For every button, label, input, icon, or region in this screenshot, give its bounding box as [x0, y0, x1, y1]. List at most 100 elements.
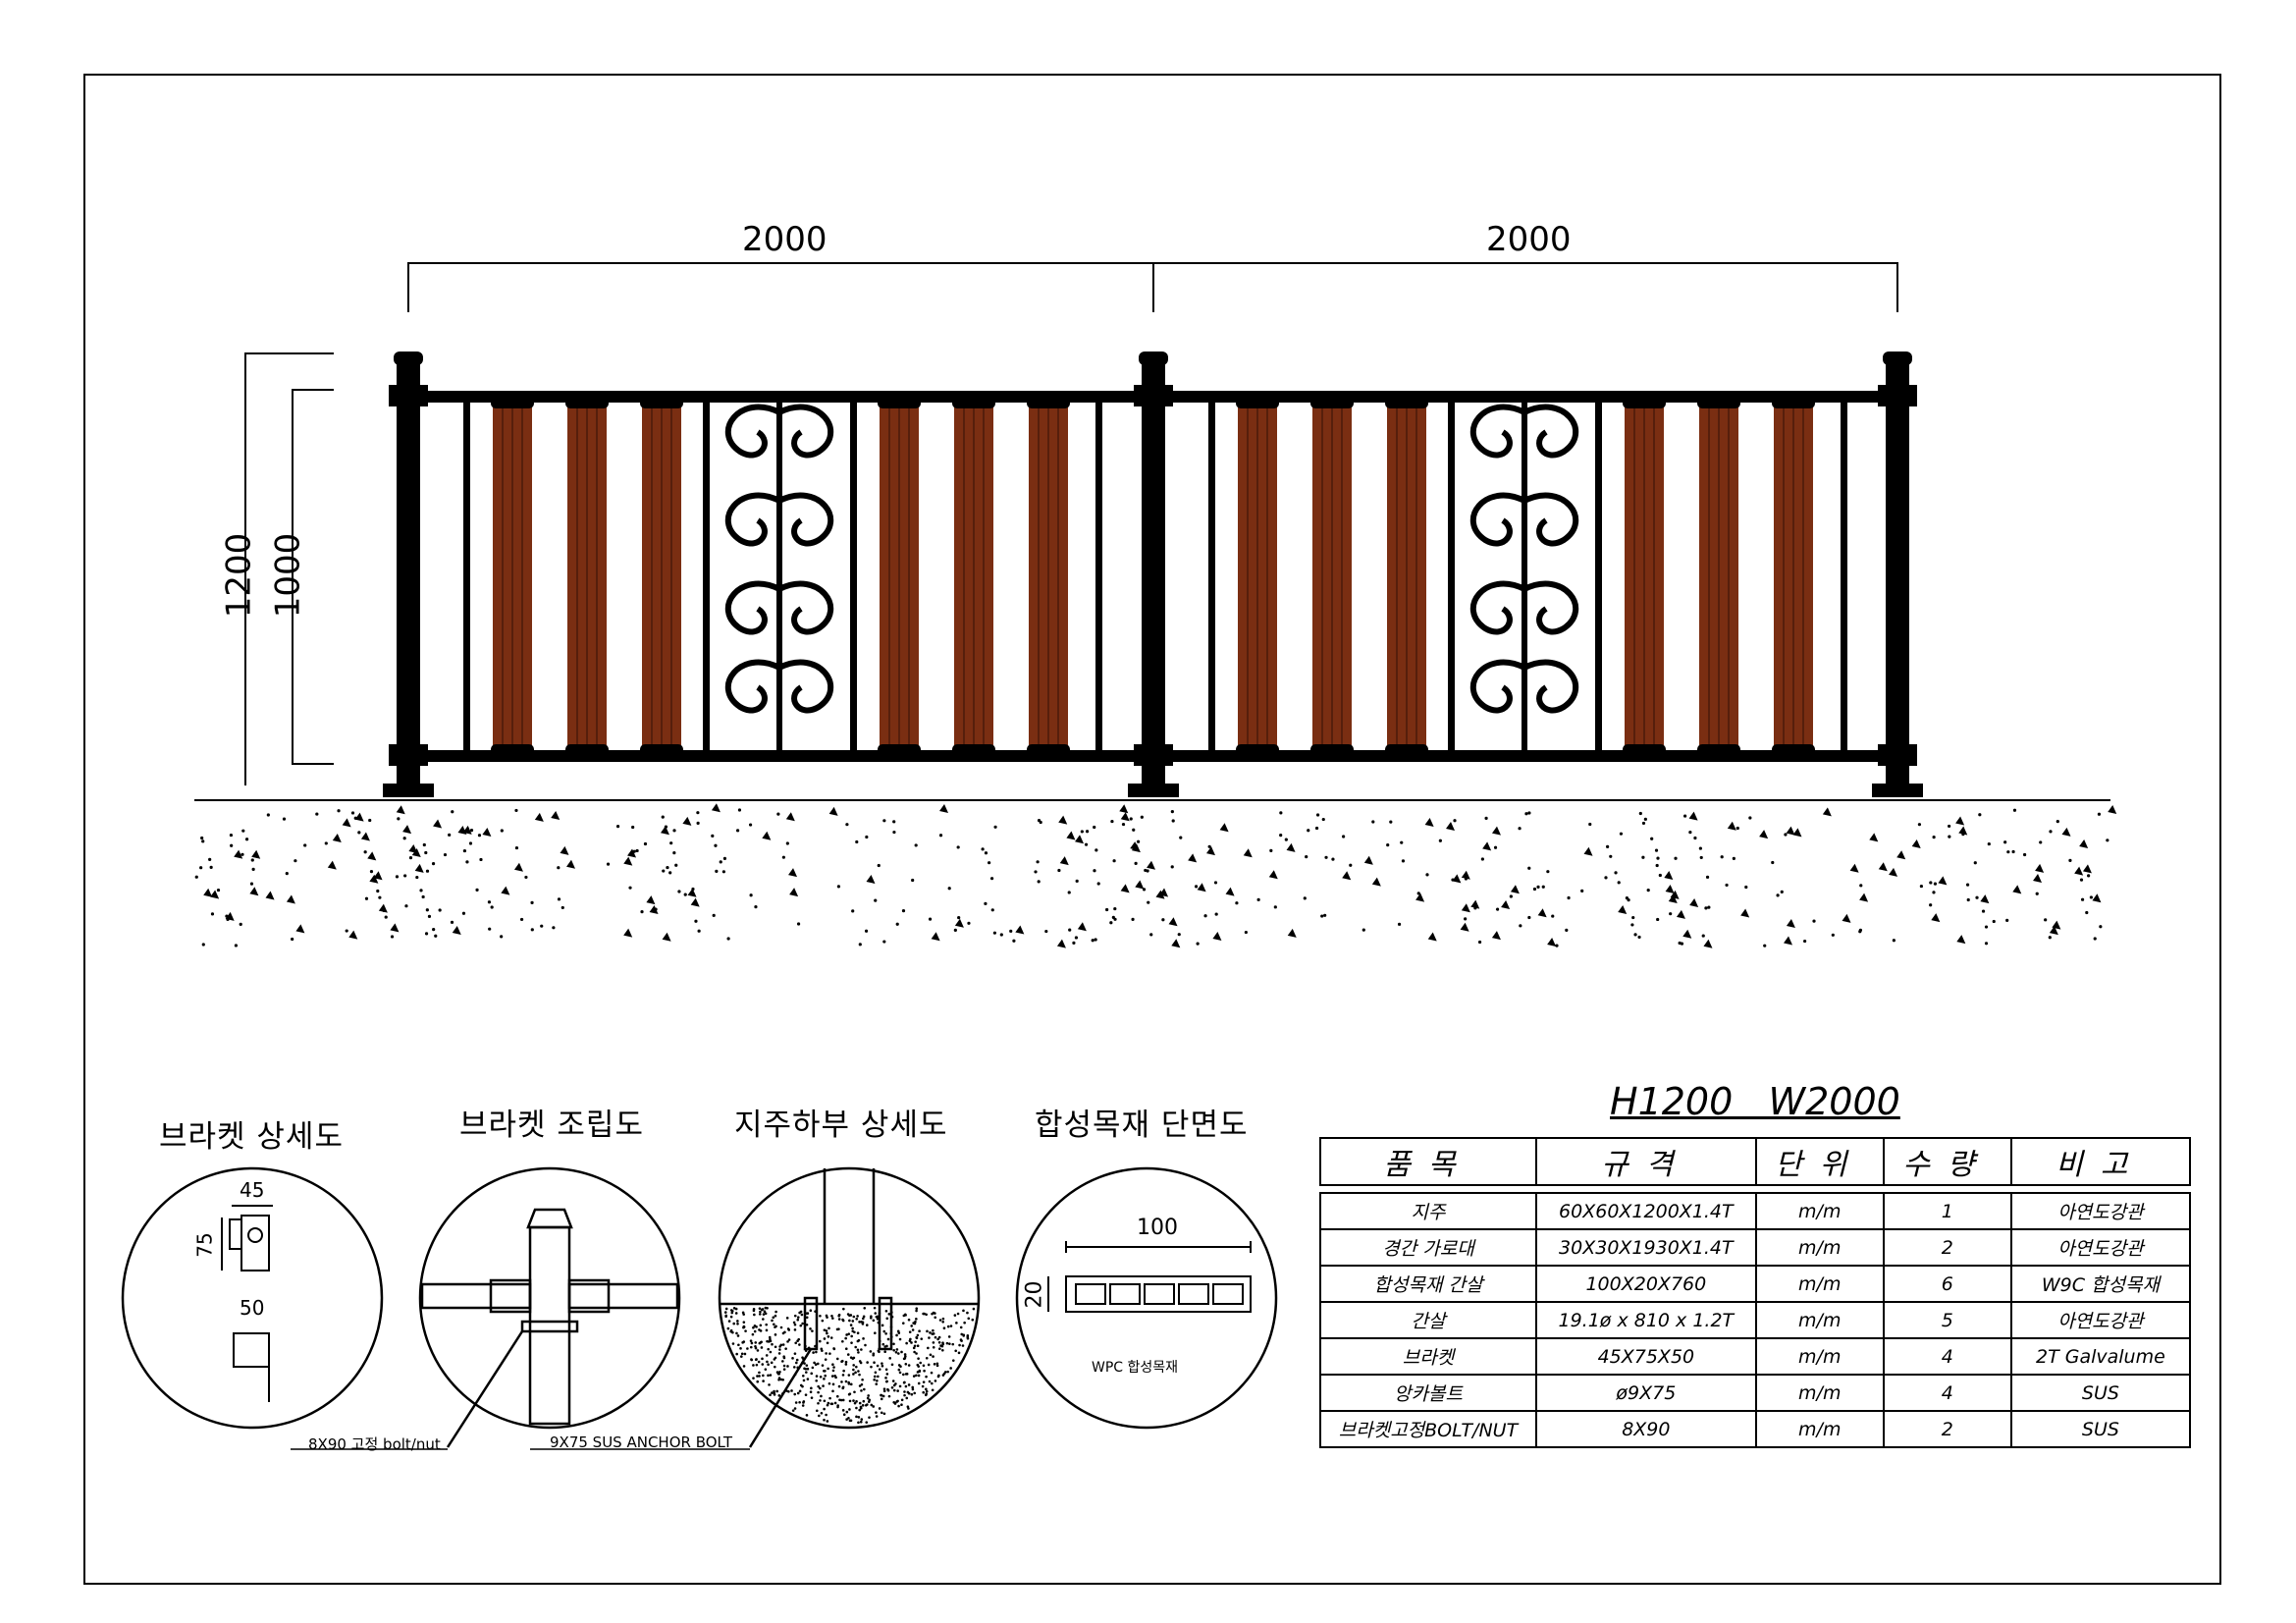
drawing-frame [83, 74, 2221, 1585]
steel-picket [463, 403, 470, 750]
table-cell: 19.1ø x 810 x 1.2T [1534, 1301, 1757, 1339]
wood-slat [1623, 397, 1666, 756]
table-cell: 간살 [1319, 1301, 1537, 1339]
bracket-assembly-title: 브라켓 조립도 [459, 1108, 644, 1143]
table-cell: m/m [1754, 1374, 1885, 1412]
header-spec: 규격 [1534, 1137, 1757, 1186]
steel-picket [1208, 403, 1215, 750]
table-cell: 1 [1882, 1192, 2012, 1230]
post-base-drawing [720, 1168, 979, 1448]
assembly-bolt-note: 8X90 고정 bolt/nut [308, 1435, 441, 1453]
table-cell: 45X75X50 [1534, 1337, 1757, 1376]
span-right-dimension: 2000 [1486, 220, 1572, 259]
table-cell: 30X30X1930X1.4T [1534, 1228, 1757, 1267]
wood-slat [640, 397, 683, 756]
wpc-dim-height: 20 [1022, 1280, 1047, 1309]
table-cell: 경간 가로대 [1319, 1228, 1537, 1267]
steel-picket [1841, 403, 1847, 750]
bracket-assembly-drawing [420, 1208, 679, 1448]
table-cell: 아연도강관 [2009, 1301, 2192, 1339]
table-cell: 아연도강관 [2009, 1228, 2192, 1267]
wood-slat [565, 397, 609, 756]
table-cell: 2T Galvalume [2009, 1337, 2192, 1376]
wood-slat [1027, 397, 1070, 756]
wood-slat [1772, 397, 1815, 756]
table-cell: m/m [1754, 1265, 1885, 1303]
table-cell: 2 [1882, 1228, 2012, 1267]
table-cell: m/m [1754, 1337, 1885, 1376]
post-base-concrete [723, 1306, 976, 1425]
table-cell: 6 [1882, 1265, 2012, 1303]
table-cell: 브라켓 [1319, 1337, 1537, 1376]
spec-header-row: 품목 규격 단위 수량 비고 [1319, 1137, 2192, 1186]
table-cell: ø9X75 [1534, 1374, 1757, 1412]
wpc-section-title: 합성목재 단면도 [1035, 1108, 1249, 1143]
wpc-label: WPC 합성목재 [1092, 1360, 1179, 1376]
height-dimension-lines [244, 352, 334, 785]
wood-slat [1385, 397, 1428, 756]
wood-slat [1310, 397, 1354, 756]
total-height-dimension: 1200 [219, 532, 259, 619]
anchor-bolt-note: 9X75 SUS ANCHOR BOLT [550, 1434, 732, 1451]
steel-picket [1095, 403, 1102, 750]
spec-title: H1200 W2000 [1610, 1080, 1900, 1123]
table-cell: 앙카볼트 [1319, 1374, 1537, 1412]
table-cell: m/m [1754, 1410, 1885, 1448]
table-cell: W9C 합성목재 [2009, 1265, 2192, 1303]
table-cell: 2 [1882, 1410, 2012, 1448]
header-remark: 비고 [2009, 1137, 2192, 1186]
table-cell: m/m [1754, 1301, 1885, 1339]
table-cell: 8X90 [1534, 1410, 1757, 1448]
table-cell: 지주 [1319, 1192, 1537, 1230]
table-cell: 100X20X760 [1534, 1265, 1757, 1303]
fence-post [1128, 352, 1179, 797]
fence-post [1872, 352, 1923, 797]
wood-slat [1236, 397, 1279, 756]
detail-circles [121, 1166, 1278, 1430]
span-dimension-lines [407, 262, 1898, 312]
fence-panel [1153, 391, 1898, 762]
wood-slat [491, 397, 534, 756]
span-left-dimension: 2000 [742, 220, 828, 259]
bracket-detail-title: 브라켓 상세도 [159, 1119, 344, 1155]
fence-panels [408, 391, 1898, 762]
header-qty: 수량 [1882, 1137, 2012, 1186]
table-cell: 4 [1882, 1374, 2012, 1412]
table-cell: 5 [1882, 1301, 2012, 1339]
bracket-detail-drawing [221, 1205, 273, 1402]
fence-post [383, 352, 434, 797]
wood-slat [1697, 397, 1740, 756]
ornamental-scroll-panel [1469, 403, 1579, 750]
wpc-dim-width: 100 [1137, 1216, 1178, 1240]
table-cell: 합성목재 간살 [1319, 1265, 1537, 1303]
header-item: 품목 [1319, 1137, 1537, 1186]
bracket-dim-side: 75 [192, 1232, 217, 1258]
table-cell: 4 [1882, 1337, 2012, 1376]
table-cell: 아연도강관 [2009, 1192, 2192, 1230]
ground-texture [194, 803, 2117, 948]
steel-picket [1448, 403, 1455, 750]
table-cell: m/m [1754, 1228, 1885, 1267]
table-cell: SUS [2009, 1410, 2192, 1448]
wpc-section-drawing [1047, 1241, 1252, 1313]
wood-slat [878, 397, 921, 756]
post-base-title: 지주하부 상세도 [734, 1108, 948, 1143]
steel-picket [1595, 403, 1602, 750]
header-unit: 단위 [1754, 1137, 1885, 1186]
table-gap [1320, 1184, 2190, 1194]
bracket-dim-top: 45 [240, 1178, 265, 1202]
table-cell: 60X60X1200X1.4T [1534, 1192, 1757, 1230]
fence-posts [383, 352, 1923, 797]
steel-picket [703, 403, 710, 750]
wood-slat [952, 397, 995, 756]
table-cell: SUS [2009, 1374, 2192, 1412]
fence-panel [408, 391, 1153, 762]
